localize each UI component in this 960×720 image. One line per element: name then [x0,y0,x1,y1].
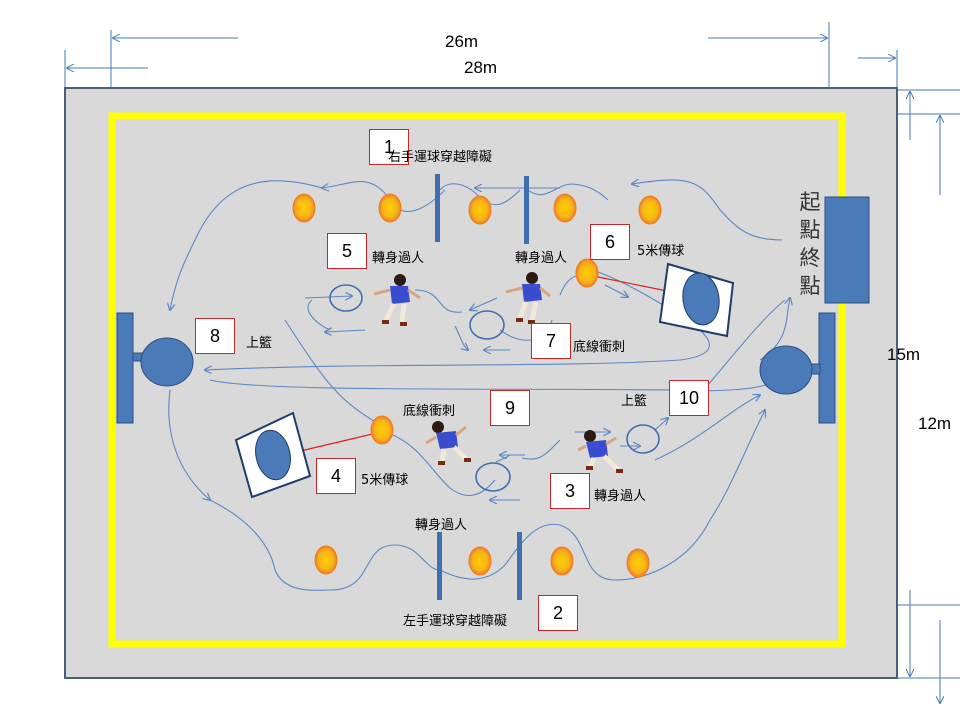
cone-icon [468,195,492,225]
dimension-height-inner: 12m [918,414,952,433]
backboard [116,312,134,424]
cone-icon [626,548,650,578]
station-label-9: 底線衝刺 [403,404,456,419]
pass-target-icon [658,262,735,338]
dimension-width-inner: 26m [445,32,479,51]
boundary-line [108,112,846,648]
cone-icon [468,546,492,576]
station-label-4: 5米傳球 [361,473,409,488]
cones [292,193,662,578]
station-number-2: 2 [538,595,578,631]
start-end-label: 起點終點 [799,190,821,298]
players [373,272,623,473]
pass-target-icon [234,411,312,499]
hoop-ring-icon [626,424,660,454]
cone-icon [378,193,402,223]
player-icon [505,272,551,324]
dimension-height-outer: 15m [887,345,921,364]
dimension-lines [64,22,960,703]
pole-icon [435,174,440,242]
bottom-turn-label: 轉身過人 [415,518,468,533]
poles [435,174,529,600]
cone-icon [575,258,599,288]
station-number-10: 10 [669,380,709,416]
top-turn-label: 轉身過人 [515,251,568,266]
pole-icon [437,532,442,600]
station-number-7: 7 [531,323,571,359]
cone-icon [553,193,577,223]
hoop-ring-icon [475,462,511,492]
player-icon [373,274,421,326]
station-label-2: 左手運球穿越障礙 [403,614,508,629]
start-end-block [824,196,870,304]
station-label-3: 轉身過人 [594,489,647,504]
backboard [818,312,836,424]
station-label-10: 上籃 [621,394,648,409]
dimension-width-outer: 28m [464,58,498,77]
hoop-ring-icon [469,310,505,340]
station-number-6: 6 [590,224,630,260]
basket-icon [140,337,194,387]
station-number-4: 4 [316,458,356,494]
hoop-ring-icon [329,284,363,312]
player-icon [425,421,471,465]
station-number-3: 3 [550,473,590,509]
station-label-6: 5米傳球 [637,244,685,259]
hoop-rings [329,284,660,492]
station-label-1: 右手運球穿越障礙 [388,150,493,165]
basket-left [116,312,194,424]
station-number-8: 8 [195,318,235,354]
station-label-7: 底線衝刺 [573,340,626,355]
station-label-8: 上籃 [246,336,273,351]
station-number-1: 1 [369,129,409,165]
cone-icon [638,195,662,225]
player-icon [577,430,623,473]
station-label-5: 轉身過人 [372,251,425,266]
basket-icon [759,345,813,395]
pole-icon [517,532,522,600]
cone-icon [292,193,316,223]
pole-icon [524,176,529,244]
cone-icon [550,546,574,576]
basket-right [759,312,836,424]
station-number-5: 5 [327,233,367,269]
cone-icon [370,415,394,445]
station-number-9: 9 [490,390,530,426]
cone-icon [314,545,338,575]
